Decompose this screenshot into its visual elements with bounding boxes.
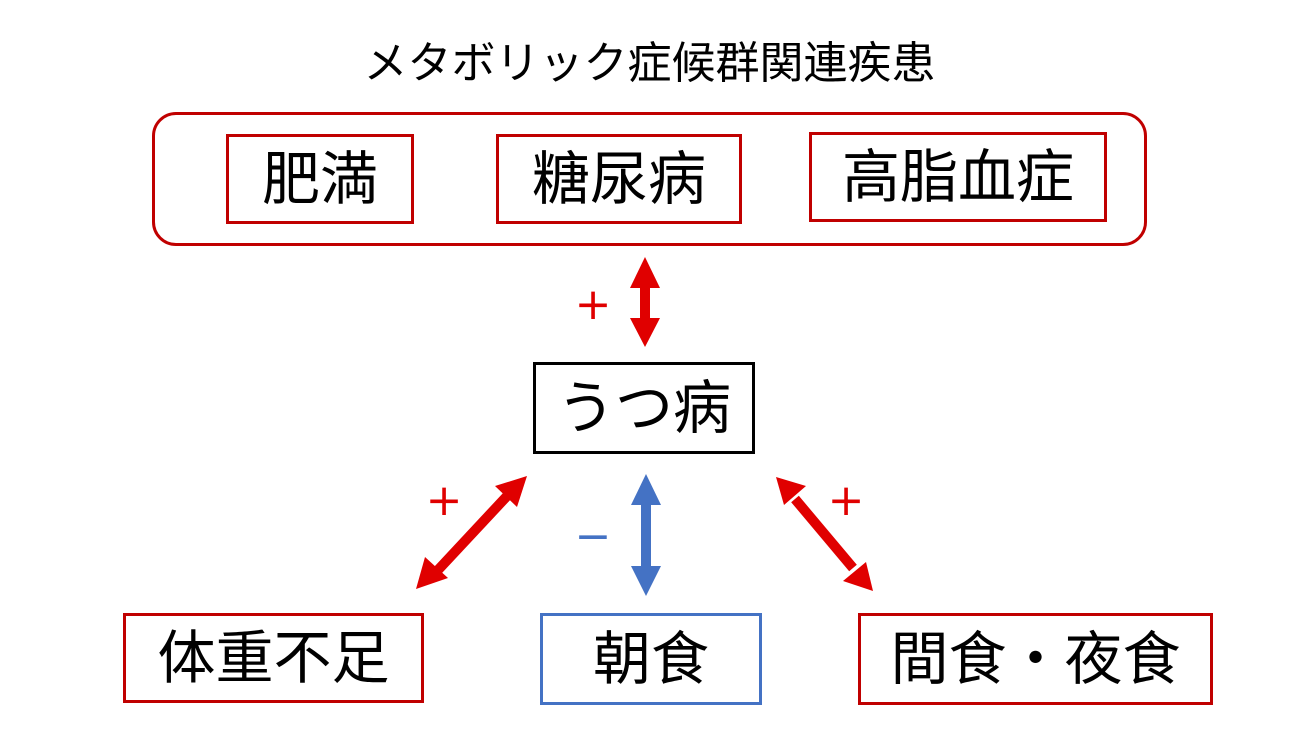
negative-sign-breakfast: − bbox=[574, 511, 612, 562]
metabolic-syndrome-group bbox=[152, 112, 1147, 246]
snacking-depression-arrow bbox=[776, 477, 873, 591]
underweight-box: 体重不足 bbox=[123, 613, 424, 703]
snacking-night-eating-box: 間食・夜食 bbox=[858, 613, 1213, 705]
diabetes-box: 糖尿病 bbox=[496, 134, 742, 224]
hyperlipidemia-box: 高脂血症 bbox=[809, 132, 1107, 222]
positive-sign-underweight: + bbox=[425, 475, 463, 526]
positive-sign-snacking: + bbox=[827, 475, 865, 526]
breakfast-box: 朝食 bbox=[540, 613, 762, 705]
depression-box: うつ病 bbox=[533, 362, 755, 454]
obesity-box: 肥満 bbox=[226, 134, 414, 224]
metabolic-depression-arrow bbox=[630, 257, 660, 347]
diagram-title: メタボリック症候群関連疾患 bbox=[363, 38, 936, 89]
underweight-depression-arrow bbox=[416, 476, 527, 589]
positive-sign-metabolic: + bbox=[574, 279, 612, 330]
breakfast-depression-arrow bbox=[631, 474, 661, 596]
